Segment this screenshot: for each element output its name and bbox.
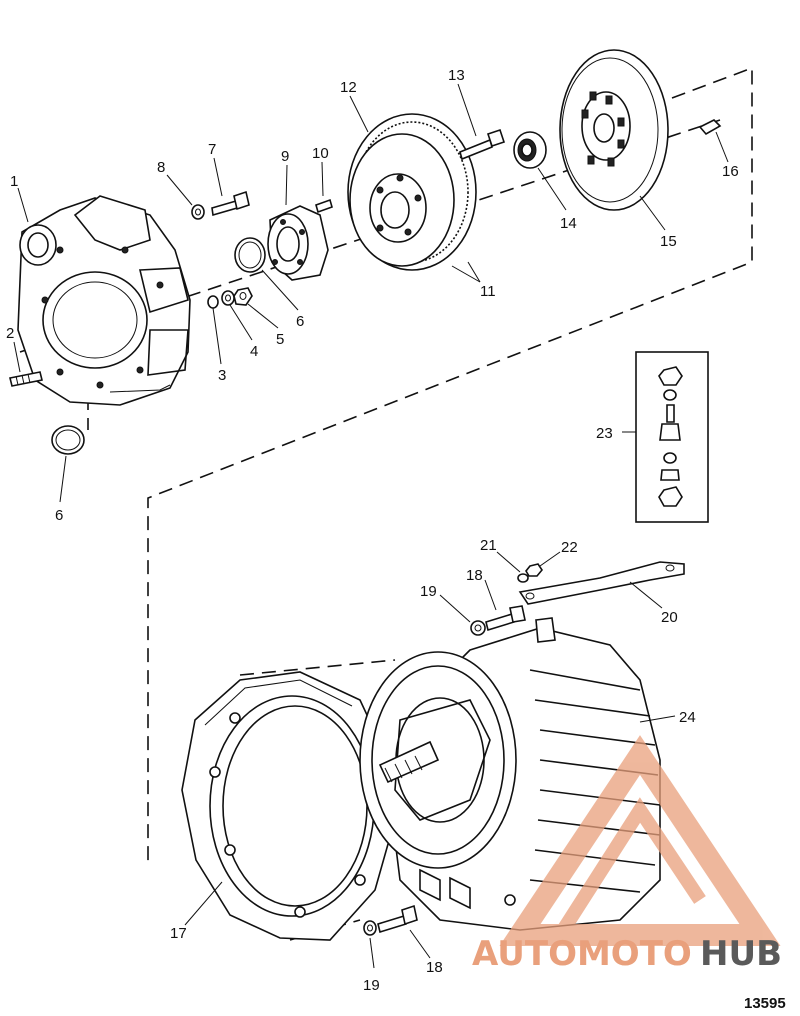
callout-labels: 1 2 3 4 5 6 6 7 8 9 10 11 12 13 14 15 16… [6,67,739,994]
callout-6-upper: 6 [296,313,304,330]
callout-8: 8 [157,159,165,176]
callout-12: 12 [340,79,357,96]
callout-19-lower: 19 [363,977,380,994]
callout-16: 16 [722,163,739,180]
callout-7: 7 [208,141,216,158]
callout-22: 22 [561,539,578,556]
pilot-bearing [513,131,547,169]
plate-bolt [698,119,722,136]
flywheel-housing [17,195,191,406]
callout-11: 11 [480,283,496,300]
callout-20: 20 [661,609,678,626]
callout-18-upper: 18 [466,567,483,584]
callout-18-lower: 18 [426,959,443,976]
callout-9: 9 [281,148,289,165]
washers-and-nut [207,287,253,309]
o-ring-upper [234,237,266,273]
mount-kit-box [635,351,709,523]
callout-21: 21 [480,537,497,554]
callout-4: 4 [250,343,258,360]
watermark-logo [499,735,781,946]
bolt-and-washer [191,190,250,220]
callout-6-lower: 6 [55,507,63,524]
callout-5: 5 [276,331,284,348]
callout-24: 24 [679,709,696,726]
damper-plate [559,49,669,211]
callout-23: 23 [596,425,613,442]
stud-bolt [9,371,43,387]
support-bracket [518,561,685,605]
bell-housing-bolt-upper [470,605,526,636]
bell-housing [181,671,393,941]
callout-19-upper: 19 [420,583,437,600]
small-bolt [315,198,333,214]
callout-15: 15 [660,233,677,250]
bracket-nut-washer [517,563,543,583]
transmission-case [359,617,661,931]
callout-14: 14 [560,215,577,232]
flywheel [347,113,477,271]
callout-2: 2 [6,325,14,342]
drive-coupler [267,205,329,281]
leader-lines [13,83,729,969]
callout-1: 1 [10,173,18,190]
callout-13: 13 [448,67,465,84]
callout-17: 17 [170,925,187,942]
watermark-text: AUTOMOTO HUB [472,934,782,974]
callout-3: 3 [218,367,226,384]
watermark-part1: AUTOMOTO [472,934,692,974]
callout-10: 10 [312,145,329,162]
figure-number: 13595 [744,995,786,1012]
pilot-bolt [459,128,506,161]
bell-housing-bolt-lower [363,904,418,936]
watermark-part2: HUB [700,934,782,974]
